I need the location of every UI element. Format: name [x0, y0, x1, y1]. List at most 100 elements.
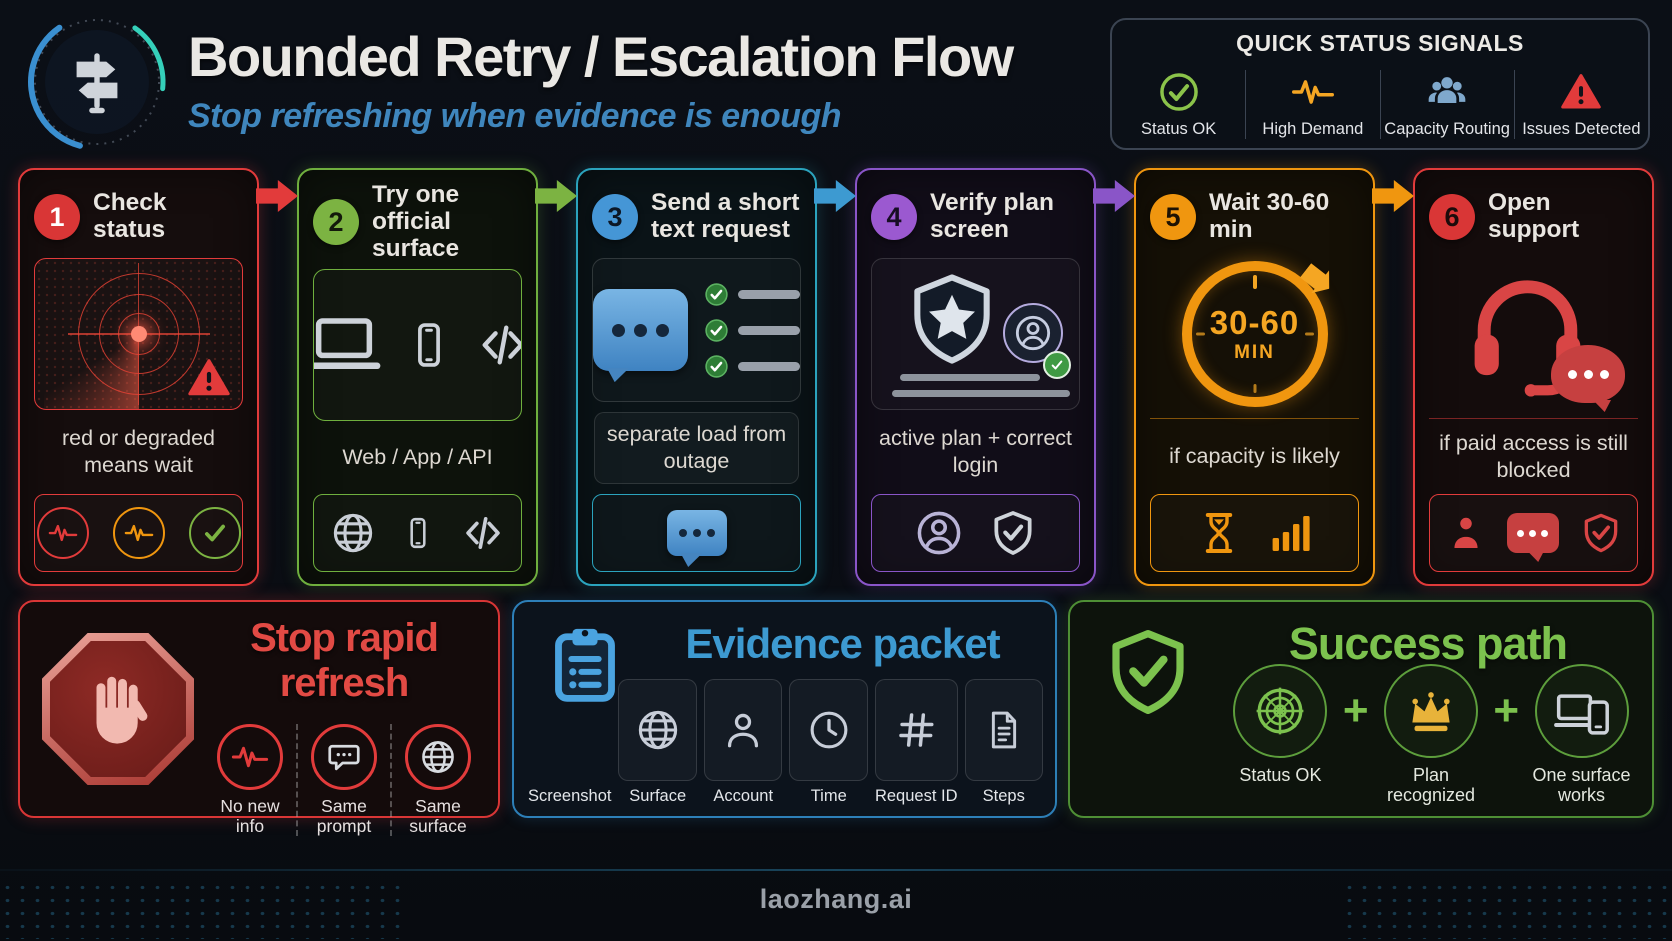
radar-icon — [1233, 663, 1328, 758]
success-item-label: One surface works — [1532, 764, 1631, 806]
quick-status-title: QUICK STATUS SIGNALS — [1236, 30, 1524, 56]
globe-icon — [405, 724, 471, 790]
step-footer-icons — [34, 494, 243, 572]
evidence-item-label: Account — [713, 787, 774, 805]
step-footer-icons — [313, 494, 522, 572]
document-list-icon — [982, 708, 1026, 752]
success-item-one-surface-works: One surface works — [1521, 663, 1642, 806]
shield-check-icon — [1579, 511, 1623, 555]
success-item-label: Status OK — [1239, 764, 1322, 785]
logo-badge — [24, 8, 170, 156]
crown-icon — [1383, 663, 1478, 758]
success-item-plan-recognized: Plan recognized — [1371, 663, 1492, 806]
success-item-label: Plan recognized — [1386, 764, 1476, 806]
quick-status-label: Status OK — [1141, 120, 1217, 138]
chat-bubble-checklist-icon — [592, 258, 801, 403]
chat-bubble-icon — [1551, 345, 1625, 403]
step-number-badge: 1 — [34, 194, 80, 240]
step-caption: red or degraded means wait — [62, 426, 215, 477]
quick-status-label: Capacity Routing — [1384, 120, 1510, 138]
dot-texture-left — [0, 881, 400, 939]
user-circle-icon — [914, 508, 964, 558]
step-number-badge: 3 — [592, 194, 638, 240]
brand-watermark: laozhang.ai — [759, 884, 913, 914]
quick-status-panel: QUICK STATUS SIGNALS Status OK High Dema… — [1110, 18, 1650, 150]
refresh-arrow-icon — [1295, 259, 1337, 301]
stop-item-same-surface: Same surface — [390, 724, 484, 837]
timer-unit: MIN — [1234, 342, 1275, 363]
step-footer-icons — [871, 494, 1080, 572]
evidence-item-label: Time — [810, 787, 847, 805]
step-number-badge: 2 — [313, 199, 359, 246]
phone-icon — [400, 508, 436, 558]
laptop-icon — [313, 306, 383, 384]
evidence-item-request-id: Request ID — [874, 679, 958, 806]
quick-status-item-high-demand: High Demand — [1245, 70, 1379, 139]
warning-triangle-icon — [186, 355, 232, 401]
pulse-red-icon — [36, 507, 89, 559]
step-caption: separate load from outage — [594, 412, 799, 484]
evidence-item-screenshot: Screenshot — [528, 679, 611, 806]
check-green-icon — [188, 507, 241, 559]
step-footer-icons — [592, 494, 801, 572]
step-title: Open support — [1488, 189, 1580, 243]
step-caption: Web / App / API — [342, 444, 493, 469]
stop-item-label: Same prompt — [316, 796, 372, 836]
step-caption: active plan + correct login — [879, 426, 1072, 477]
step-title: Try one official surface — [372, 181, 460, 262]
shield-star-user-icon — [871, 258, 1080, 410]
chat-bubble-icon — [593, 289, 688, 372]
quick-status-label: High Demand — [1262, 120, 1364, 138]
chat-bubble-icon — [666, 510, 727, 556]
user-circle-icon — [1003, 303, 1063, 363]
headset-chat-icon — [1429, 258, 1638, 410]
devices-icon — [1534, 663, 1629, 758]
radar-world-map-icon — [34, 258, 243, 410]
step-number-badge: 5 — [1150, 194, 1196, 240]
step-card-verify-plan: 4 Verify plan screen active plan + corre… — [855, 168, 1096, 586]
step-card-check-status: 1 Check status red or degraded means wai… — [18, 168, 259, 586]
page-subtitle: Stop refreshing when evidence is enough — [188, 97, 842, 135]
warning-triangle-icon — [1559, 70, 1603, 114]
timer-value: 30-60 — [1209, 304, 1300, 341]
globe-icon — [330, 510, 376, 556]
stop-item-label: No new info — [220, 796, 280, 836]
shield-check-icon — [988, 508, 1038, 558]
laptop-phone-code-icons — [313, 268, 522, 421]
chat-bubble-icon — [311, 724, 377, 790]
phone-icon — [403, 310, 455, 380]
step-number-badge: 6 — [1429, 194, 1475, 240]
checklist-row — [704, 354, 800, 379]
stop-rapid-refresh-panel: Stop rapid refresh No new info Same prom… — [18, 600, 500, 837]
step-title: Send a short text request — [651, 189, 800, 243]
person-icon — [1445, 512, 1487, 554]
step-card-open-support: 6 Open support if paid access is still b… — [1413, 168, 1654, 586]
quick-status-label: Issues Detected — [1522, 120, 1641, 138]
step-footer-icons — [1150, 494, 1359, 572]
evidence-item-label: Screenshot — [528, 787, 612, 805]
evidence-item-steps: Steps — [964, 679, 1044, 806]
success-panel-title: Success path — [1288, 618, 1568, 669]
stop-hand-icon — [42, 633, 194, 785]
check-circle-icon — [1157, 70, 1201, 114]
checklist-row — [704, 282, 800, 307]
hash-icon — [894, 708, 938, 752]
success-item-status-ok: Status OK — [1220, 663, 1341, 786]
evidence-item-label: Request ID — [874, 787, 958, 805]
people-group-icon — [1424, 70, 1470, 114]
dot-texture-right — [1342, 881, 1672, 939]
step-title: Verify plan screen — [930, 189, 1054, 243]
pulse-waveform-icon — [1288, 70, 1338, 114]
bar-chart-icon — [1267, 509, 1315, 557]
code-icon — [460, 510, 506, 556]
plus-sign: + — [1342, 685, 1369, 735]
shield-check-icon — [1100, 624, 1196, 720]
user-icon — [720, 707, 766, 753]
hourglass-icon — [1195, 509, 1243, 557]
timer-icon: 30-60 MIN — [1150, 258, 1359, 410]
quick-status-item-capacity-routing: Capacity Routing — [1379, 70, 1514, 139]
stop-item-same-prompt: Same prompt — [296, 724, 390, 837]
pulse-orange-icon — [112, 507, 165, 559]
pulse-waveform-icon — [217, 724, 283, 790]
